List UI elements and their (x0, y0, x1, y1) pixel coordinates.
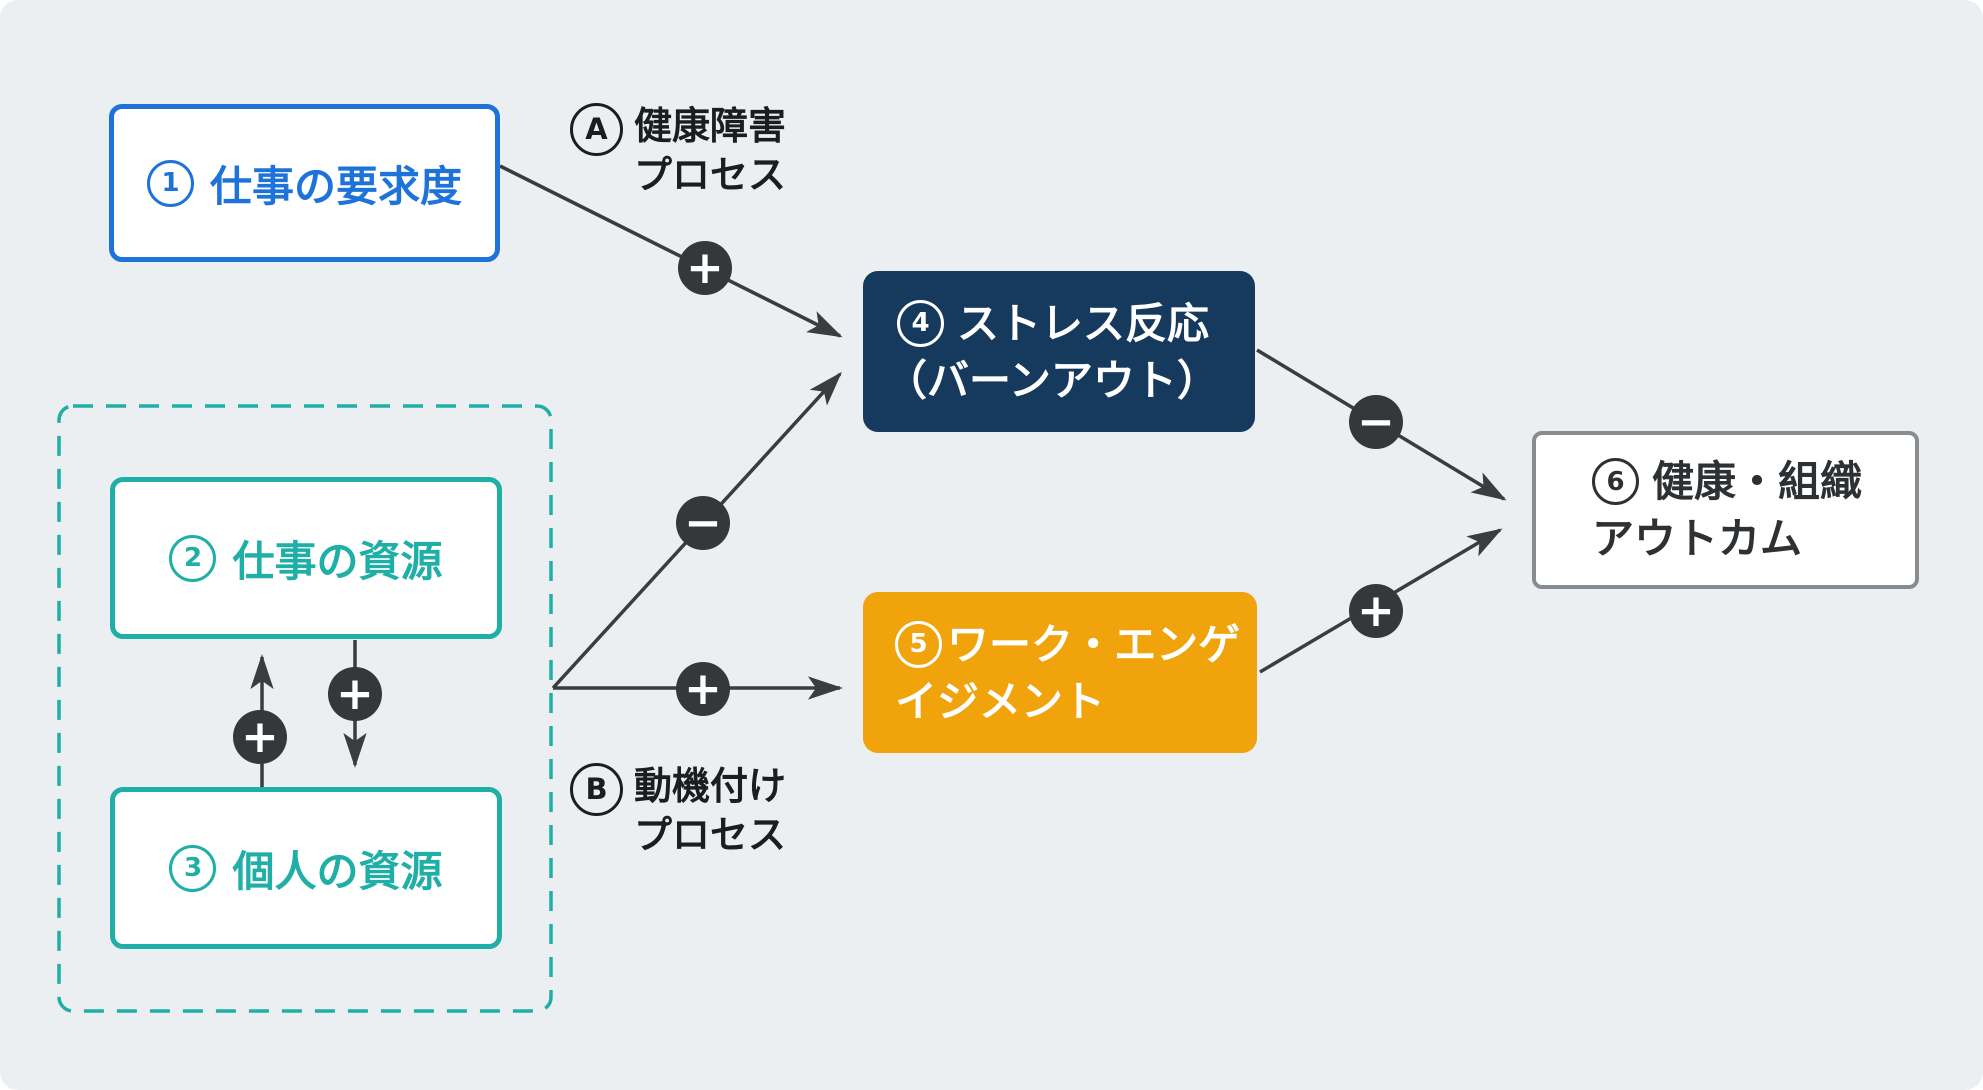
label-health-impairment-process: A 健康障害 プロセス (570, 102, 786, 200)
plus-badge-personal-to-job-resources: + (233, 710, 287, 764)
motivational-line2: プロセス (634, 813, 787, 857)
personal-resources-label: 個人の資源 (232, 846, 443, 896)
minus-badge-resources-to-stress: − (676, 496, 730, 550)
outcomes-line1: 健康・組織 (1652, 457, 1863, 506)
circled-number-3: 3 (169, 844, 217, 892)
health-impairment-line1: 健康障害 (634, 104, 787, 148)
minus-badge-stress-to-outcomes: − (1349, 395, 1403, 449)
circled-letter-b-icon: B (570, 763, 623, 816)
stress-response-line2: （バーンアウト） (885, 355, 1219, 405)
work-engagement-line1: ワーク・エンゲ (947, 619, 1241, 669)
circled-number-1: 1 (146, 159, 194, 207)
circled-number-4: 4 (897, 299, 944, 347)
motivational-line1: 動機付け (634, 764, 787, 808)
job-demands-label: 仕事の要求度 (209, 161, 462, 211)
resources-group-outline (57, 404, 553, 1013)
plus-badge-job-to-personal-resources: + (328, 667, 382, 721)
work-engagement-line2: イジメント (895, 676, 1106, 726)
circled-number-6: 6 (1592, 458, 1639, 505)
plus-badge-resources-to-engagement: + (676, 662, 730, 716)
job-resources-label: 仕事の資源 (232, 536, 443, 586)
box-job-resources: 2 仕事の資源 (110, 477, 502, 639)
box-job-demands: 1 仕事の要求度 (109, 104, 500, 262)
box-work-engagement: 5 ワーク・エンゲ イジメント (863, 592, 1257, 753)
box-outcomes: 6 健康・組織 アウトカム (1532, 431, 1919, 589)
outcomes-line2: アウトカム (1592, 514, 1803, 563)
box-personal-resources: 3 個人の資源 (110, 787, 502, 949)
health-impairment-line2: プロセス (634, 153, 787, 197)
label-motivational-process: B 動機付け プロセス (570, 762, 786, 860)
circled-letter-a-icon: A (570, 103, 623, 156)
circled-number-2: 2 (169, 534, 217, 582)
plus-badge-demands-to-stress: + (678, 241, 732, 295)
plus-badge-engagement-to-outcomes: + (1349, 584, 1403, 638)
box-stress-response: 4 ストレス反応 （バーンアウト） (863, 271, 1255, 432)
arrow-demands-to-stress (499, 164, 843, 338)
circled-number-5: 5 (895, 620, 942, 668)
stress-response-line1: ストレス反応 (957, 298, 1210, 348)
